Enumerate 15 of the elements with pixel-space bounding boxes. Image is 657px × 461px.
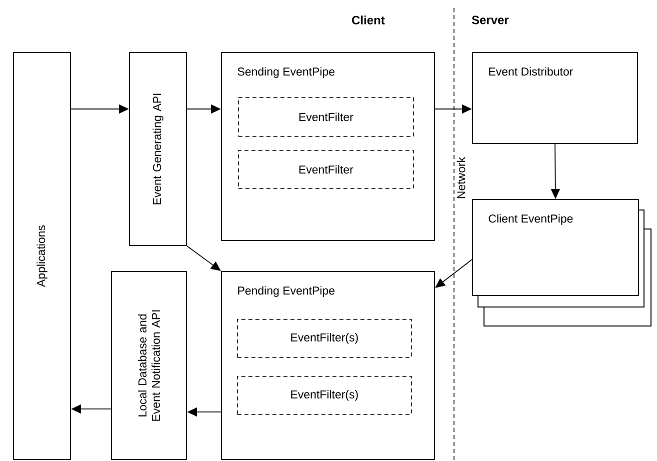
process-box: Applications [13,52,71,460]
filter-box: EventFilter(s) [237,319,412,358]
network-label: Network [456,156,466,198]
filter-box: EventFilter [238,150,414,189]
filter-box: EventFilter [238,97,414,137]
node-label: Client EventPipe [488,214,573,225]
stacked-box: Client EventPipe [472,199,652,326]
filter-box: EventFilter(s) [237,376,412,415]
process-box: Local Database and Event Notification API [111,271,187,460]
arrow [435,259,472,288]
arrow [186,246,221,271]
process-box: Event Generating API [129,52,187,246]
container-box: Event Distributor [472,52,638,144]
heading: Server [472,16,509,24]
heading: Client [352,16,385,24]
